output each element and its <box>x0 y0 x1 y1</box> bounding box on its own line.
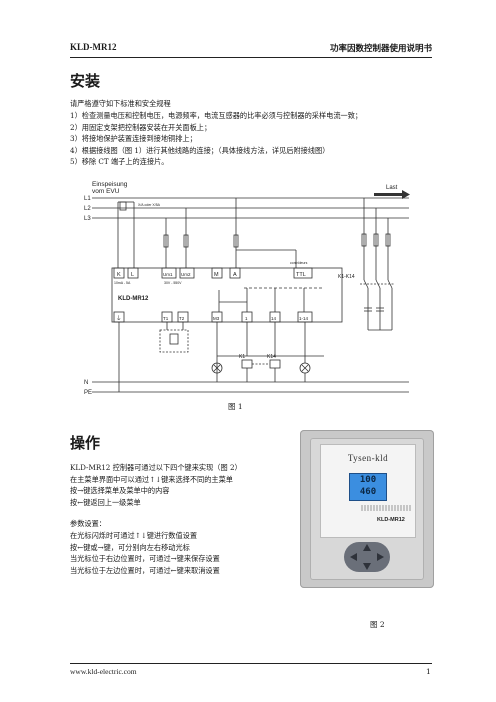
term-um2: Um2 <box>181 272 191 277</box>
device-front-panel: Tysen-kld 100 460 KLD-MR12 <box>320 444 416 538</box>
operation-line: KLD-MR12 控制器可通过以下四个键来实现（图 2） <box>70 463 242 472</box>
device-face: Tysen-kld 100 460 KLD-MR12 <box>310 438 424 580</box>
range-voltage: 30V - 550V <box>164 281 182 285</box>
label-l3: L3 <box>84 216 91 222</box>
wiring-diagram: Einspeisung vom EVU Last L1 L2 L3 N PE X… <box>84 181 410 396</box>
device-brand-logo: Tysen-kld <box>347 453 389 463</box>
label-l2: L2 <box>84 206 91 212</box>
bterm-t2: T2 <box>179 316 185 321</box>
bterm-m3: M3 <box>213 316 220 321</box>
label-ct-note: X/A oder X/5A <box>138 203 161 207</box>
bterm-pe: ⏚ <box>116 315 122 322</box>
params-line: 在光标闪烁时可通过↑↓键进行数值设置 <box>70 530 198 540</box>
header-doc-title: 功率因数控制器使用说明书 <box>329 44 432 54</box>
device-fine-print <box>361 505 411 511</box>
params-line: 当光标位于右边位置时，可通过→键来保存设置 <box>70 554 220 564</box>
install-step: 5）移除 CT 端子上的连接片。 <box>70 157 169 167</box>
ttl-note: contrôleurs <box>290 261 308 265</box>
term-ttl: TTL <box>296 272 306 278</box>
key-down-icon[interactable] <box>363 563 371 570</box>
device-model-badge: KLD-MR12 <box>377 517 405 523</box>
install-step: 3）将接地保护装置连接到接地铜排上； <box>70 134 197 144</box>
figure-2-caption: 图 2 <box>370 620 385 629</box>
operation-title: 操作 <box>70 434 101 452</box>
label-last: Last <box>386 185 398 191</box>
key-left-icon[interactable] <box>350 553 357 561</box>
footer-divider <box>70 663 432 664</box>
bterm-t1: T1 <box>163 316 169 321</box>
label-l1: L1 <box>84 196 91 202</box>
install-steps: 1）检查测量电压和控制电压，电源频率，电流互感器的比率必须与控制器的采样电流一致… <box>70 110 362 168</box>
install-intro: 请严格遵守如下标准和安全规程 <box>70 99 171 108</box>
bterm-1: 1 <box>245 316 248 321</box>
footer-page-number: 1 <box>426 667 431 676</box>
key-right-icon[interactable] <box>377 553 384 561</box>
install-step: 2）用固定支架把控制器安装在开关面板上； <box>70 122 212 132</box>
term-m: M <box>214 272 219 278</box>
bterm-1-14: 1-14 <box>299 316 309 321</box>
header-model: KLD-MR12 <box>70 42 117 52</box>
operation-line: 在主菜单界面中可以通过↑↓键来选择不同的主菜单 <box>70 474 233 484</box>
term-k: K <box>117 272 121 278</box>
term-l: L <box>131 272 134 278</box>
device-keypad <box>344 542 390 572</box>
range-current: 10mA - 5A <box>114 281 131 285</box>
label-n: N <box>84 380 88 386</box>
device-model-label: KLD-MR12 <box>118 296 149 302</box>
footer-website-link[interactable]: www.kld-electric.com <box>70 667 137 676</box>
label-einspeisung: Einspeisung <box>92 181 128 188</box>
install-step: 1）检查测量电压和控制电压，电源频率，电流互感器的比率必须与控制器的采样电流一致… <box>70 111 363 120</box>
lcd-top-value: 100 <box>359 475 377 485</box>
install-step: 4）根据接线图（图 1）进行其他线路的连接；（具体接线方法，详见后附接线图） <box>70 145 330 155</box>
lcd-display: 100 460 <box>349 473 387 501</box>
bterm-14: 14 <box>271 316 277 321</box>
label-vom-evu: vom EVU <box>92 188 120 195</box>
key-up-icon[interactable] <box>363 544 371 551</box>
label-contactors: K1-K14 <box>338 274 355 280</box>
coil-k14: K14 <box>267 354 276 360</box>
operation-line: 按→键选择菜单及菜单中的内容 <box>70 486 170 496</box>
install-title: 安装 <box>70 72 101 90</box>
params-line: 当光标位于左边位置时，可通过←键来取消设置 <box>70 565 220 575</box>
figure-1-caption: 图 1 <box>228 402 243 411</box>
lcd-bottom-value: 460 <box>359 487 377 497</box>
coil-k1: K1 <box>239 354 245 360</box>
params-line: 按←键或→键，可分别向左右移动光标 <box>70 542 190 552</box>
operation-line: 按←键返回上一级菜单 <box>70 497 141 507</box>
params-title: 参数设置： <box>70 519 106 529</box>
label-pe: PE <box>84 390 92 396</box>
device-photo: Tysen-kld 100 460 KLD-MR12 <box>300 430 434 588</box>
operation-text: KLD-MR12 控制器可通过以下四个键来实现（图 2） 在主菜单界面中可以通过… <box>70 462 242 576</box>
term-a: A <box>233 272 237 278</box>
header-divider <box>70 57 432 58</box>
term-um1: Um1 <box>163 272 173 277</box>
